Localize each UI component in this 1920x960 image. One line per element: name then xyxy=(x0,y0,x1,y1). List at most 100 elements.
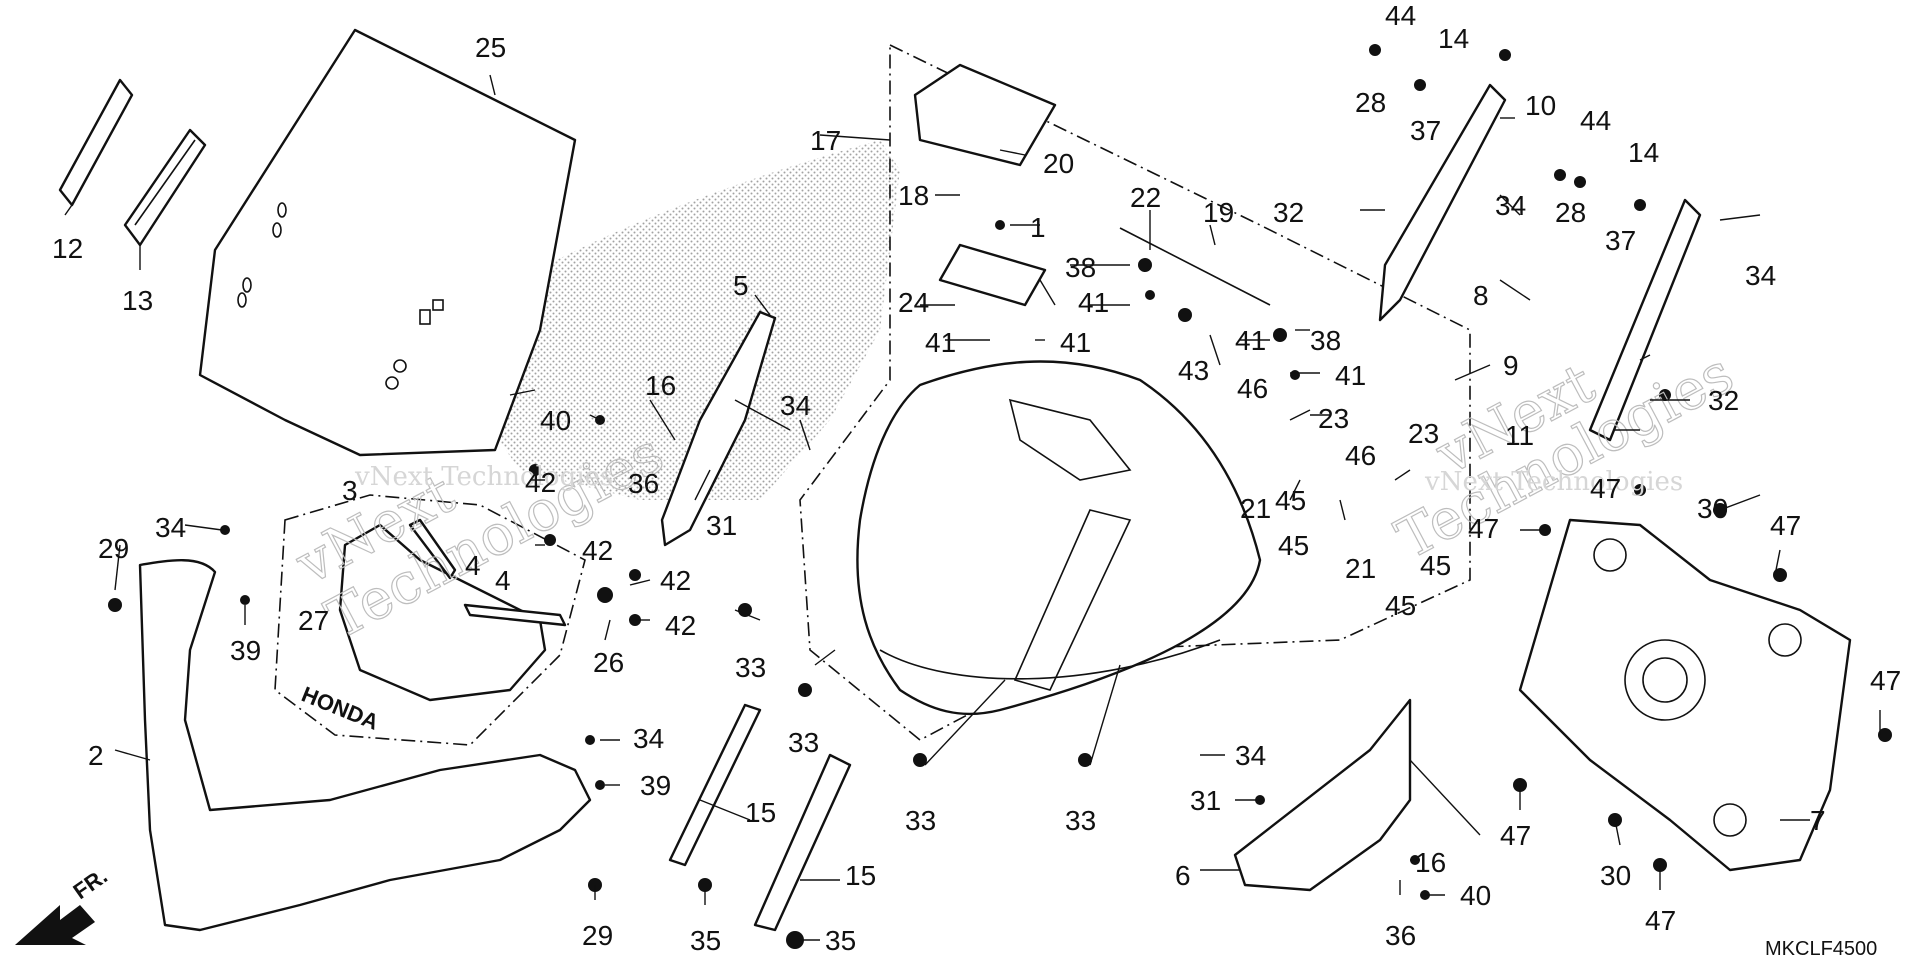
callout-37-b: 37 xyxy=(1605,225,1636,256)
callout-35-b: 35 xyxy=(825,925,856,956)
windscreen-holes xyxy=(237,202,444,390)
callout-22: 22 xyxy=(1130,182,1161,213)
callout-30-b: 30 xyxy=(1600,860,1631,891)
callout-31-a: 31 xyxy=(706,510,737,541)
callout-34-c: 34 xyxy=(633,723,664,754)
callout-41-a: 41 xyxy=(1078,287,1109,318)
group-outline-3 xyxy=(274,494,586,746)
callout-12: 12 xyxy=(52,233,83,264)
callout-37-a: 37 xyxy=(1410,115,1441,146)
callout-41-b: 41 xyxy=(925,327,956,358)
part-13-inner-line xyxy=(134,139,196,226)
part-7-motor xyxy=(1624,639,1706,721)
callout-38-a: 38 xyxy=(1065,252,1096,283)
part-5-panel xyxy=(660,310,777,547)
callout-47-f: 47 xyxy=(1645,905,1676,936)
callout-4-a: 4 xyxy=(465,550,481,581)
callout-16-b: 16 xyxy=(1415,847,1446,878)
callout-33-c: 33 xyxy=(905,805,936,836)
part-22-stay-rod xyxy=(1119,227,1271,306)
callout-40-a: 40 xyxy=(540,405,571,436)
callout-5: 5 xyxy=(733,270,749,301)
callout-29-a: 29 xyxy=(98,533,129,564)
callout-34-e: 34 xyxy=(1495,190,1526,221)
callout-47-d: 47 xyxy=(1870,665,1901,696)
part-20-meter-visor xyxy=(913,63,1057,167)
callout-21-a: 21 xyxy=(1240,493,1271,524)
callout-19: 19 xyxy=(1203,197,1234,228)
direction-label: FR. xyxy=(69,863,112,904)
callout-20: 20 xyxy=(1043,148,1074,179)
callout-34-b: 34 xyxy=(780,390,811,421)
callout-7: 7 xyxy=(1810,805,1826,836)
callout-40-b: 40 xyxy=(1460,880,1491,911)
part-7-pivot-c xyxy=(1713,803,1747,837)
callout-44-b: 44 xyxy=(1580,105,1611,136)
callout-42-d: 42 xyxy=(665,610,696,641)
callout-3: 3 xyxy=(342,475,358,506)
part-17-rib xyxy=(1013,509,1132,691)
callout-36-b: 36 xyxy=(1385,920,1416,951)
callout-15-a: 15 xyxy=(745,797,776,828)
callout-39-a: 39 xyxy=(230,635,261,666)
callout-46-b: 46 xyxy=(1345,440,1376,471)
callout-45-c: 45 xyxy=(1420,550,1451,581)
part-15-strip-a xyxy=(668,703,762,867)
callout-27: 27 xyxy=(298,605,329,636)
callout-17: 17 xyxy=(810,125,841,156)
part-27-emblem-cover xyxy=(338,523,547,702)
callout-32-a: 32 xyxy=(1273,197,1304,228)
callout-28-a: 28 xyxy=(1355,87,1386,118)
diagram-code: MKCLF4500 xyxy=(1765,938,1877,960)
callout-30-a: 30 xyxy=(1697,493,1728,524)
part-7-motor-hub xyxy=(1642,657,1688,703)
callout-39-b: 39 xyxy=(640,770,671,801)
callout-33-b: 33 xyxy=(788,727,819,758)
callout-1: 1 xyxy=(1030,212,1046,243)
callout-31-b: 31 xyxy=(1190,785,1221,816)
callout-34-d: 34 xyxy=(1235,740,1266,771)
callout-14-b: 14 xyxy=(1628,137,1659,168)
callout-6: 6 xyxy=(1175,860,1191,891)
brand-emblem: HONDA xyxy=(298,681,382,734)
callout-29-b: 29 xyxy=(582,920,613,951)
part-17-lower-edge xyxy=(879,639,1221,680)
leader-lines xyxy=(64,74,1881,941)
callout-28-b: 28 xyxy=(1555,197,1586,228)
callout-13: 13 xyxy=(122,285,153,316)
callout-42-b: 42 xyxy=(582,535,613,566)
stipple-region xyxy=(470,140,900,500)
watermark-inline: vNext Technologies xyxy=(354,462,613,492)
watermark-inline-right: vNext Technologies xyxy=(1424,467,1683,497)
callout-9: 9 xyxy=(1503,350,1519,381)
callout-4-b: 4 xyxy=(495,565,511,596)
part-17-vent xyxy=(1008,398,1132,481)
part-13-trim xyxy=(123,128,207,247)
part-10-bracket xyxy=(1378,83,1507,322)
callout-42-c: 42 xyxy=(660,565,691,596)
callout-36-a: 36 xyxy=(628,468,659,499)
callouts: 1 2 3 4 4 5 6 7 8 9 10 11 12 13 14 14 15… xyxy=(52,0,1901,956)
part-2-crease xyxy=(184,719,331,811)
part-17-main-cowl xyxy=(856,360,1262,716)
callout-47-a: 47 xyxy=(1590,473,1621,504)
callout-26: 26 xyxy=(593,647,624,678)
callout-46-a: 46 xyxy=(1237,373,1268,404)
callout-45-b: 45 xyxy=(1278,530,1309,561)
part-7-pivot-b xyxy=(1768,623,1802,657)
callout-47-c: 47 xyxy=(1770,510,1801,541)
callout-24: 24 xyxy=(898,287,929,318)
callout-14-a: 14 xyxy=(1438,23,1469,54)
callout-18: 18 xyxy=(898,180,929,211)
part-25-windscreen xyxy=(198,28,577,457)
callout-41-d: 41 xyxy=(1235,325,1266,356)
callout-43: 43 xyxy=(1178,355,1209,386)
callout-2: 2 xyxy=(88,740,104,771)
callout-34-f: 34 xyxy=(1745,260,1776,291)
callout-41-e: 41 xyxy=(1335,360,1366,391)
part-11-bracket xyxy=(1588,198,1702,442)
part-4-strip-b xyxy=(463,603,567,627)
callout-8: 8 xyxy=(1473,280,1489,311)
callout-41-c: 41 xyxy=(1060,327,1091,358)
part-15-strip-b xyxy=(753,753,852,932)
